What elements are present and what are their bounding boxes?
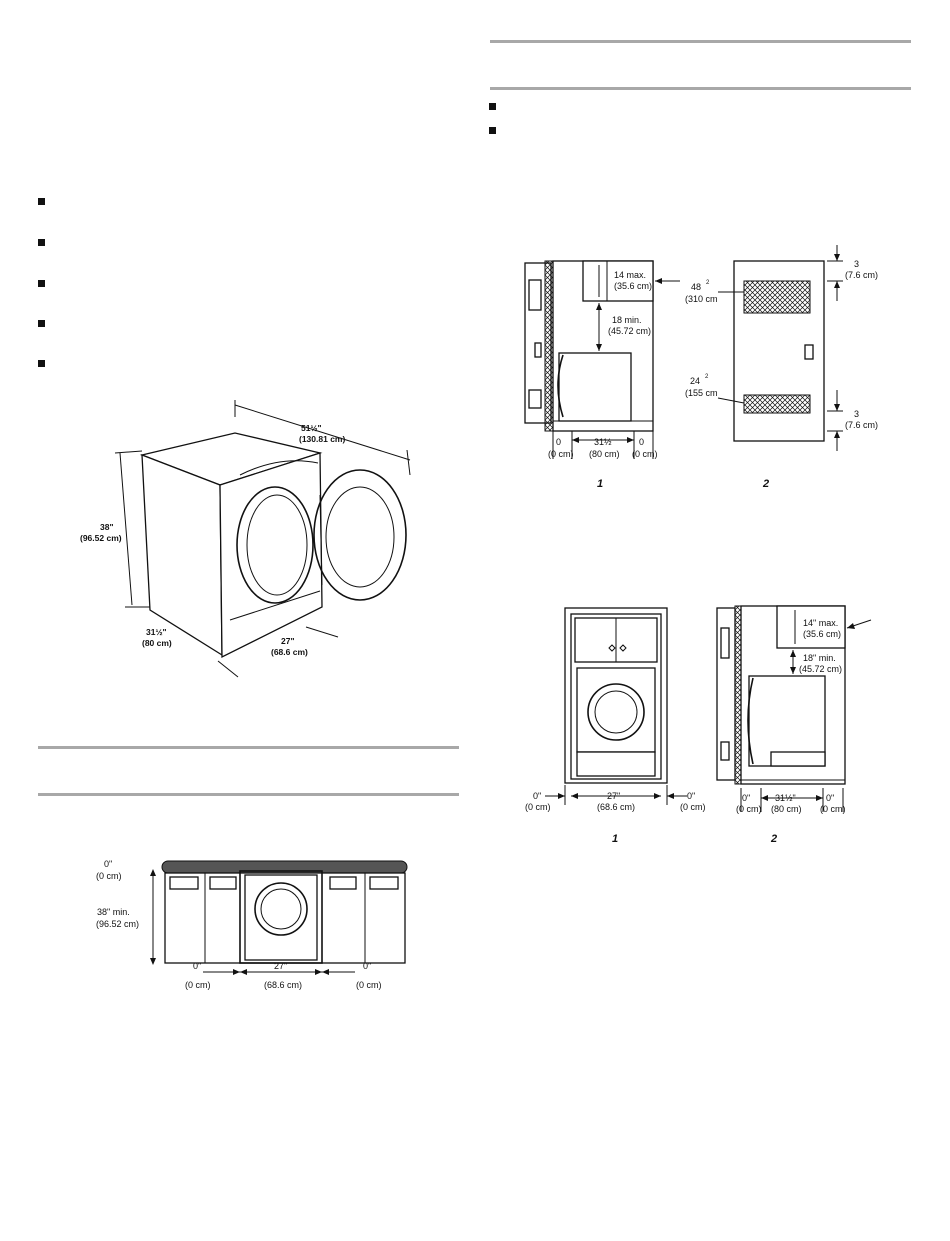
dryer-height-cm-label: (96.52 cm) [80, 533, 122, 543]
dryer-depth-open-cm-label: (130.81 cm) [299, 434, 345, 444]
closet-right-cm-label: (0 cm) [632, 449, 658, 459]
closet-bottom-vent-label: 24 [690, 376, 700, 386]
closet-top-vent-cm-label: (310 cm [685, 294, 718, 304]
recessed-above-label: 18" min. [803, 653, 836, 663]
closet-top-gap-cm-label: (7.6 cm) [845, 270, 878, 280]
recessed-cabinet-label: 14" max. [803, 618, 838, 628]
recessed-left-cm-label: (0 cm) [525, 802, 551, 812]
dryer-width-cm-label: (68.6 cm) [271, 647, 308, 657]
undercounter-width-label: 27" [274, 961, 287, 971]
undercounter-left-cm-label: (0 cm) [185, 980, 211, 990]
closet-top-gap-label: 3 [854, 259, 859, 269]
closet-figure-1-number: 1 [597, 478, 603, 490]
closet-bottom-gap-cm-label: (7.6 cm) [845, 420, 878, 430]
bullet-square-left-1 [38, 198, 45, 205]
recessed-width-label: 27" [607, 791, 620, 801]
closet-cabinet-cm-label: (35.6 cm) [614, 281, 652, 291]
closet-depth-cm-label: (80 cm) [589, 449, 620, 459]
dryer-depth-label: 31½" [146, 627, 167, 637]
bullet-square-right-1 [489, 103, 496, 110]
closet-left-cm-label: (0 cm) [548, 449, 574, 459]
recessed-figure-1-number: 1 [612, 833, 618, 845]
closet-above-label: 18 min. [612, 315, 642, 325]
recessed-depth-label: 31½" [775, 793, 796, 803]
closet-figure-2-number: 2 [762, 478, 769, 490]
bullet-square-left-3 [38, 280, 45, 287]
closet-left-label: 0 [556, 437, 561, 447]
section-rule-left-1 [38, 746, 459, 749]
recessed-above-cm-label: (45.72 cm) [799, 664, 842, 674]
closet-top-vent-label: 48 [691, 282, 701, 292]
undercounter-right-label: 0" [363, 961, 371, 971]
undercounter-top-label: 0" [104, 859, 112, 869]
closet-bottom-vent-sup: 2 [705, 374, 709, 380]
recessed-side-right-label: 0" [826, 793, 834, 803]
closet-top-vent-sup: 2 [706, 280, 710, 286]
recessed-side-right-cm-label: (0 cm) [820, 804, 846, 814]
undercounter-left-label: 0" [193, 961, 201, 971]
recessed-side-left-cm-label: (0 cm) [736, 804, 762, 814]
bullet-square-left-2 [38, 239, 45, 246]
recessed-cabinet-cm-label: (35.6 cm) [803, 629, 841, 639]
closet-cabinet-label: 14 max. [614, 270, 646, 280]
bullet-square-right-2 [489, 127, 496, 134]
undercounter-height-cm-label: (96.52 cm) [96, 919, 139, 929]
undercounter-height-label: 38" min. [97, 907, 130, 917]
dryer-width-label: 27" [281, 636, 295, 646]
undercounter-width-cm-label: (68.6 cm) [264, 980, 302, 990]
recessed-width-cm-label: (68.6 cm) [597, 802, 635, 812]
recessed-figure-2-number: 2 [770, 833, 777, 845]
closet-above-cm-label: (45.72 cm) [608, 326, 651, 336]
dryer-depth-cm-label: (80 cm) [142, 638, 172, 648]
recessed-installation-figure: 0" (0 cm) 27" (68.6 cm) 0" (0 cm) 1 14" … [525, 605, 872, 845]
closet-bottom-vent-cm-label: (155 cm [685, 388, 718, 398]
recessed-depth-cm-label: (80 cm) [771, 804, 802, 814]
recessed-right-label: 0" [687, 791, 695, 801]
closet-installation-figure: 14 max. (35.6 cm) 18 min. (45.72 cm) 0 (… [524, 245, 878, 490]
dryer-height-label: 38" [100, 522, 114, 532]
section-rule-left-2 [38, 793, 459, 796]
recessed-left-label: 0" [533, 791, 541, 801]
closet-right-label: 0 [639, 437, 644, 447]
section-rule-top-right-1 [490, 40, 911, 43]
recessed-right-cm-label: (0 cm) [680, 802, 706, 812]
undercounter-top-cm-label: (0 cm) [96, 871, 122, 881]
closet-bottom-gap-label: 3 [854, 409, 859, 419]
dryer-dimensions-figure: 51½" (130.81 cm) 38" (96.52 cm) 31½" (80… [80, 400, 411, 678]
undercounter-installation-figure: 0" (0 cm) 38" min. (96.52 cm) 0" (0 cm) … [96, 859, 408, 990]
undercounter-right-cm-label: (0 cm) [356, 980, 382, 990]
bullet-square-left-4 [38, 320, 45, 327]
dryer-depth-open-label: 51½" [301, 423, 322, 433]
section-rule-top-right-2 [490, 87, 911, 90]
recessed-side-left-label: 0" [742, 793, 750, 803]
closet-depth-label: 31½ [594, 437, 612, 447]
bullet-square-left-5 [38, 360, 45, 367]
